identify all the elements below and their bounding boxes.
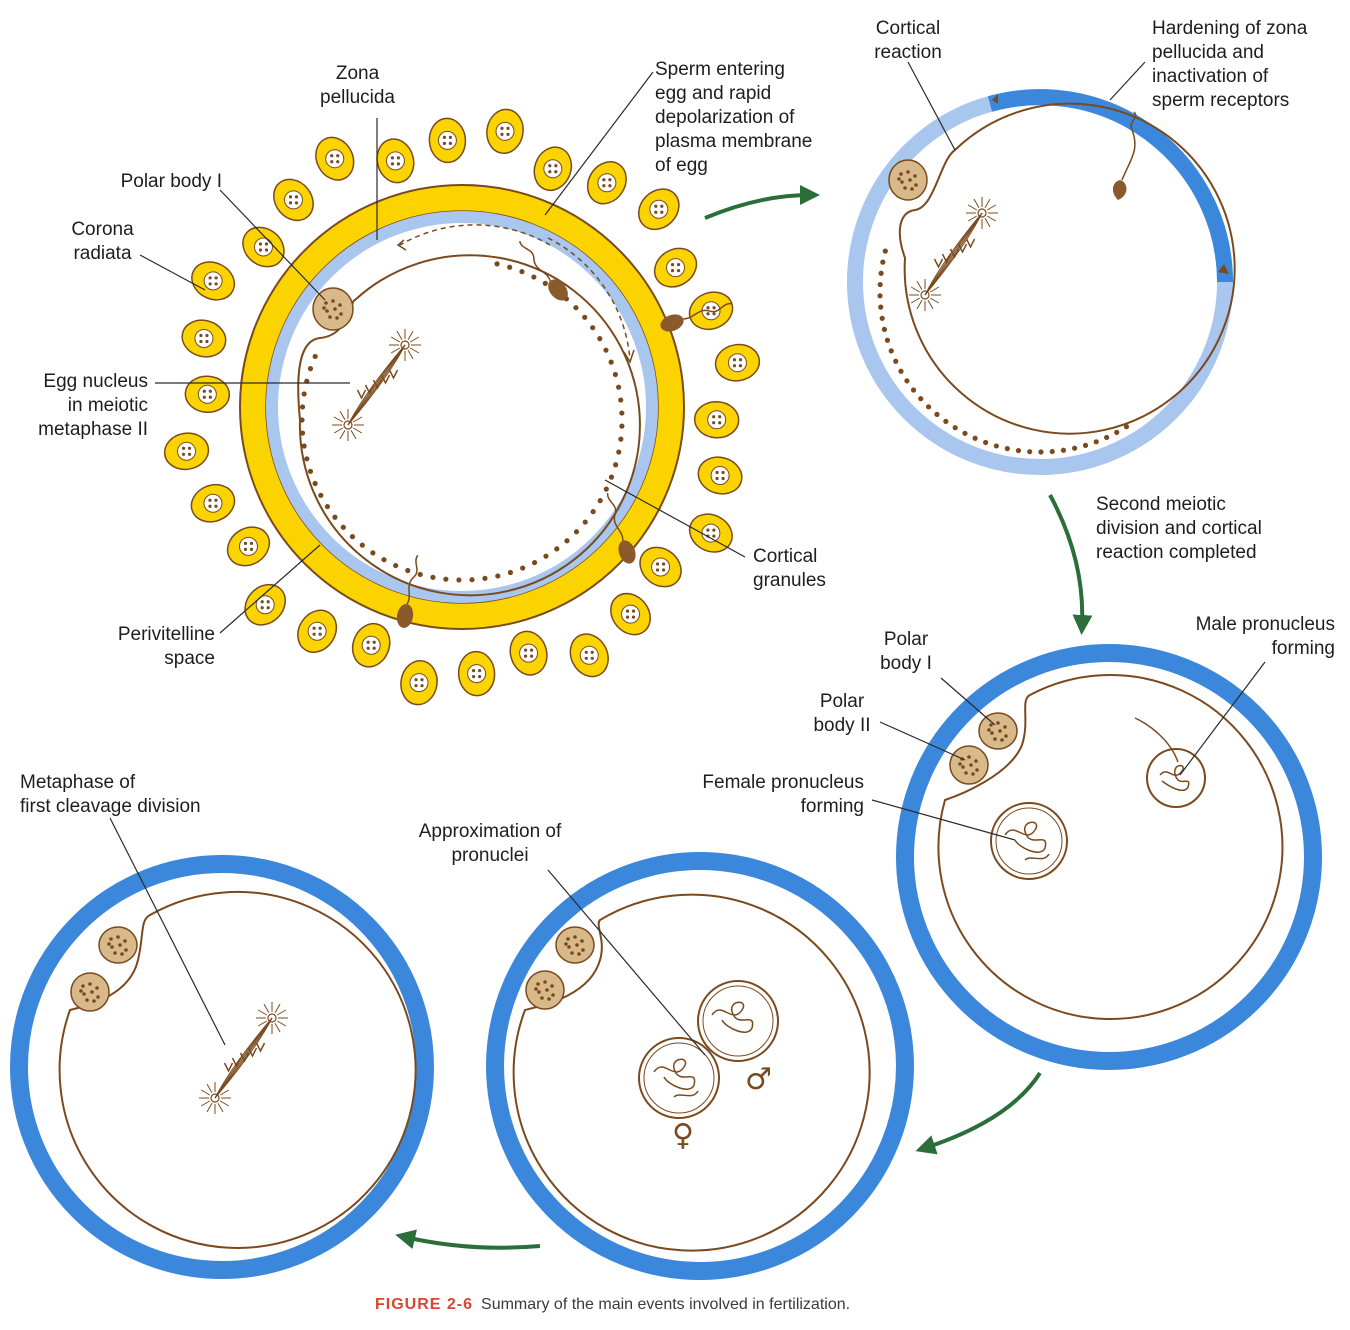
cleavage-spindle [199, 1002, 288, 1114]
polar-body-i [555, 926, 595, 964]
female-pronucleus [638, 1037, 720, 1119]
corona-radiata [163, 108, 761, 706]
sperm [606, 492, 636, 564]
male-pronucleus [697, 980, 779, 1062]
male-symbol-icon: ♂ [745, 1062, 772, 1097]
arrow-stage3-to-4 [915, 1071, 1042, 1155]
zona-pellucida [486, 852, 914, 1280]
label-polar-body-i-top: Polar body I [120, 171, 222, 192]
caption-text: Summary of the main events involved in f… [481, 1296, 851, 1313]
egg-plasma-membrane [297, 254, 641, 597]
zona-pellucida [10, 855, 434, 1279]
zona-hardened-arc [987, 89, 1233, 283]
sperm [518, 240, 568, 301]
female-symbol-icon: ♀ [672, 1118, 694, 1153]
arrow-stage2-to-3 [1048, 494, 1093, 635]
process-arrows [395, 185, 1093, 1250]
polar-body-ii [70, 972, 110, 1012]
caption-label: FIGURE 2-6 [375, 1296, 474, 1313]
zona-pellucida-band [266, 211, 658, 603]
depolarization-wave-arrow [547, 237, 631, 361]
sperm-tail [1121, 111, 1137, 181]
leader-lines [109, 61, 1266, 1056]
sperm [396, 554, 419, 628]
stage-1-egg-with-corona [163, 108, 761, 706]
egg-plasma-membrane [937, 674, 1284, 1020]
meiotic-spindle [332, 329, 421, 441]
arrow-stage4-to-5 [395, 1229, 541, 1250]
polar-body-ii [949, 745, 989, 785]
zona-pellucida [896, 644, 1322, 1070]
figure-caption: FIGURE 2-6 Summary of the main events inv… [375, 1296, 850, 1314]
egg-plasma-membrane [898, 102, 1236, 435]
stage-4-approximation [486, 852, 914, 1280]
stage-3-pronuclei-forming [896, 644, 1322, 1070]
polar-body-ii [525, 970, 565, 1010]
zona-outer [848, 90, 1232, 474]
cortical-granules [877, 248, 1130, 455]
arrow-stage1-to-2 [704, 185, 820, 220]
polar-body-i [978, 712, 1018, 750]
polar-body-granules [322, 299, 343, 320]
polar-body-i [888, 159, 928, 201]
sperm-head [1112, 180, 1127, 200]
sperm [660, 302, 732, 332]
sperm-cells [396, 240, 732, 628]
stage-2-cortical-reaction [847, 89, 1236, 475]
stage-5-first-cleavage [10, 855, 434, 1279]
polar-body-i [98, 926, 138, 964]
zona-pellucida-ring [266, 211, 658, 603]
meiotic-spindle [909, 197, 998, 311]
female-pronucleus [990, 802, 1068, 880]
